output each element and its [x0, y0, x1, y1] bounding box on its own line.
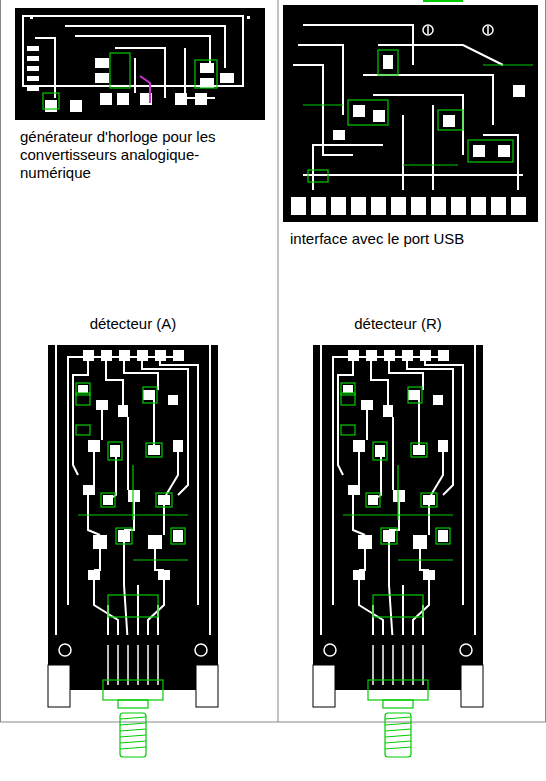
- caption-label: détecteur (A): [48, 315, 218, 333]
- caption-label: générateur d'horloge pour les convertiss…: [20, 128, 220, 182]
- caption-label: interface avec le port USB: [290, 230, 530, 248]
- caption-label: détecteur (R): [313, 315, 483, 333]
